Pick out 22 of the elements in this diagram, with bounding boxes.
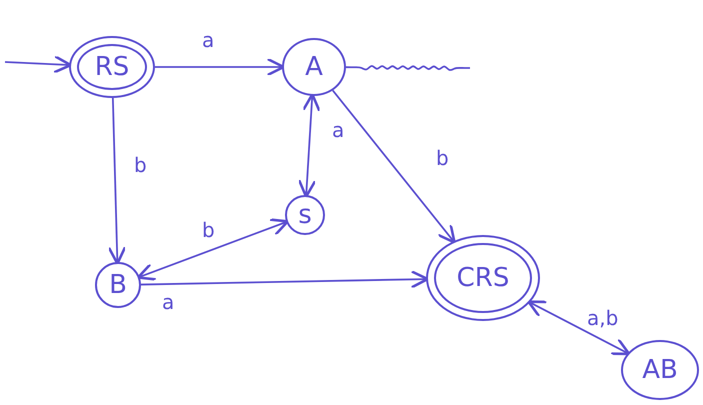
state-name: A bbox=[305, 54, 323, 80]
arrow bbox=[332, 90, 456, 244]
state-name: s bbox=[298, 202, 312, 228]
double-circle bbox=[426, 235, 540, 321]
state-circle bbox=[285, 195, 325, 235]
arrow bbox=[298, 93, 321, 198]
state-circle bbox=[621, 340, 699, 400]
state-name: AB bbox=[642, 357, 678, 383]
arrow bbox=[527, 300, 630, 356]
arrow bbox=[136, 218, 290, 281]
arrow bbox=[140, 270, 429, 289]
double-circle bbox=[69, 36, 155, 98]
arrow bbox=[108, 98, 126, 265]
wavy-line bbox=[346, 65, 470, 71]
state-name: CRS bbox=[456, 265, 510, 291]
edge-label: a,b bbox=[585, 308, 620, 328]
state-circle bbox=[282, 38, 346, 96]
arrow bbox=[4, 54, 72, 74]
state-name: RS bbox=[94, 54, 130, 80]
state-name: B bbox=[109, 272, 127, 298]
state-circle bbox=[95, 262, 141, 308]
arrow bbox=[155, 58, 285, 76]
